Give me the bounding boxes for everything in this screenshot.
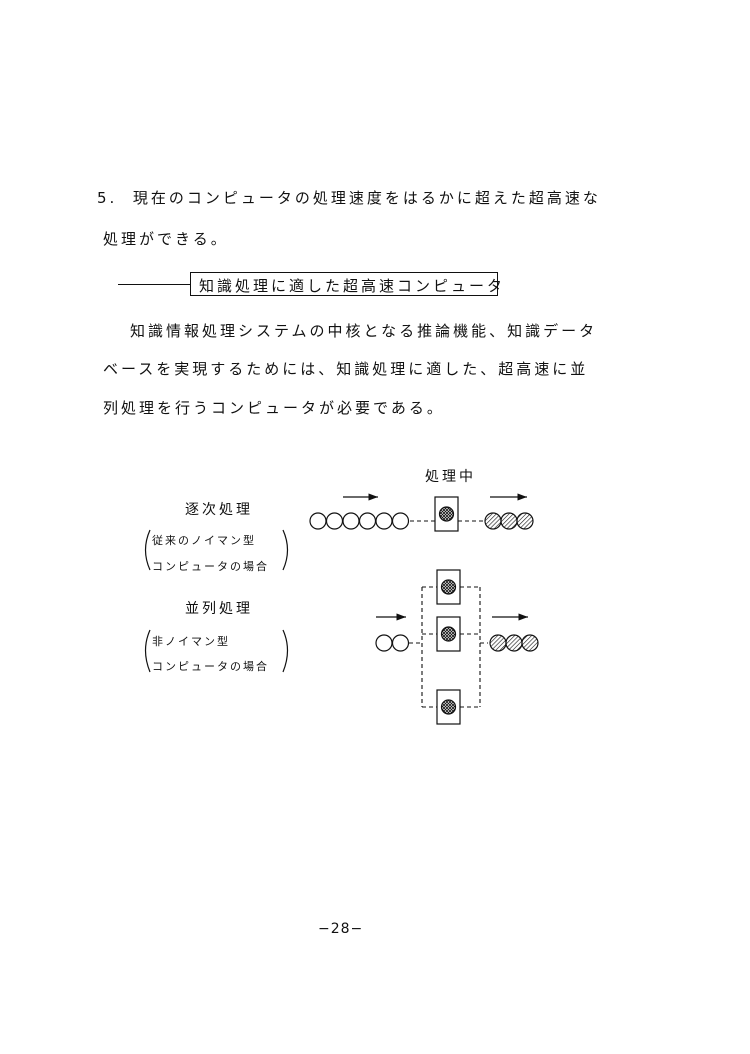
paren-left — [144, 529, 151, 571]
input-item — [391, 634, 410, 652]
input-item — [375, 512, 393, 530]
input-item — [342, 512, 360, 530]
input-item — [309, 512, 327, 530]
output-item — [484, 512, 502, 530]
heading-leader-line — [118, 284, 190, 285]
page-number: −28− — [318, 921, 364, 937]
paren-right — [282, 529, 289, 571]
processing-label: 処理中 — [425, 469, 476, 485]
paren-left — [144, 629, 151, 673]
parallel-note-1: 非ノイマン型 — [152, 635, 230, 648]
sequential-note-1: 従来のノイマン型 — [152, 534, 256, 547]
item-processing — [440, 699, 457, 715]
item-processing — [440, 626, 457, 642]
item-text-line1: 現在のコンピュータの処理速度をはるかに超えた超高速な — [132, 189, 601, 207]
item-5: 5. 現在のコンピュータの処理速度をはるかに超えた超高速な — [97, 187, 601, 208]
section-heading: 知識処理に適した超高速コンピュータ — [199, 277, 506, 295]
paren-right — [282, 629, 289, 673]
paragraph-line-3: 列処理を行うコンピュータが必要である。 — [103, 399, 445, 417]
input-item — [325, 512, 344, 530]
output-item — [500, 512, 518, 530]
item-text-line2: 処理ができる。 — [103, 230, 229, 248]
input-item — [375, 634, 393, 652]
sequential-note-2: コンピュータの場合 — [152, 560, 269, 573]
item-processing — [440, 579, 457, 595]
output-item — [521, 634, 539, 652]
item-number: 5. — [97, 189, 118, 207]
parallel-title: 並列処理 — [185, 601, 253, 617]
parallel-note-2: コンピュータの場合 — [152, 660, 269, 673]
output-item — [516, 512, 534, 530]
paragraph-line-1: 知識情報処理システムの中核となる推論機能、知識データ — [130, 322, 598, 340]
item-processing — [438, 506, 455, 522]
section-heading-box: 知識処理に適した超高速コンピュータ — [190, 272, 502, 296]
sequential-title: 逐次処理 — [185, 502, 253, 518]
output-item — [505, 634, 523, 652]
input-item — [391, 512, 410, 530]
branch-line — [421, 587, 488, 707]
input-item — [358, 512, 377, 530]
output-item — [489, 634, 507, 652]
paragraph-line-2: ベースを実現するためには、知識処理に適した、超高速に並 — [103, 360, 589, 378]
